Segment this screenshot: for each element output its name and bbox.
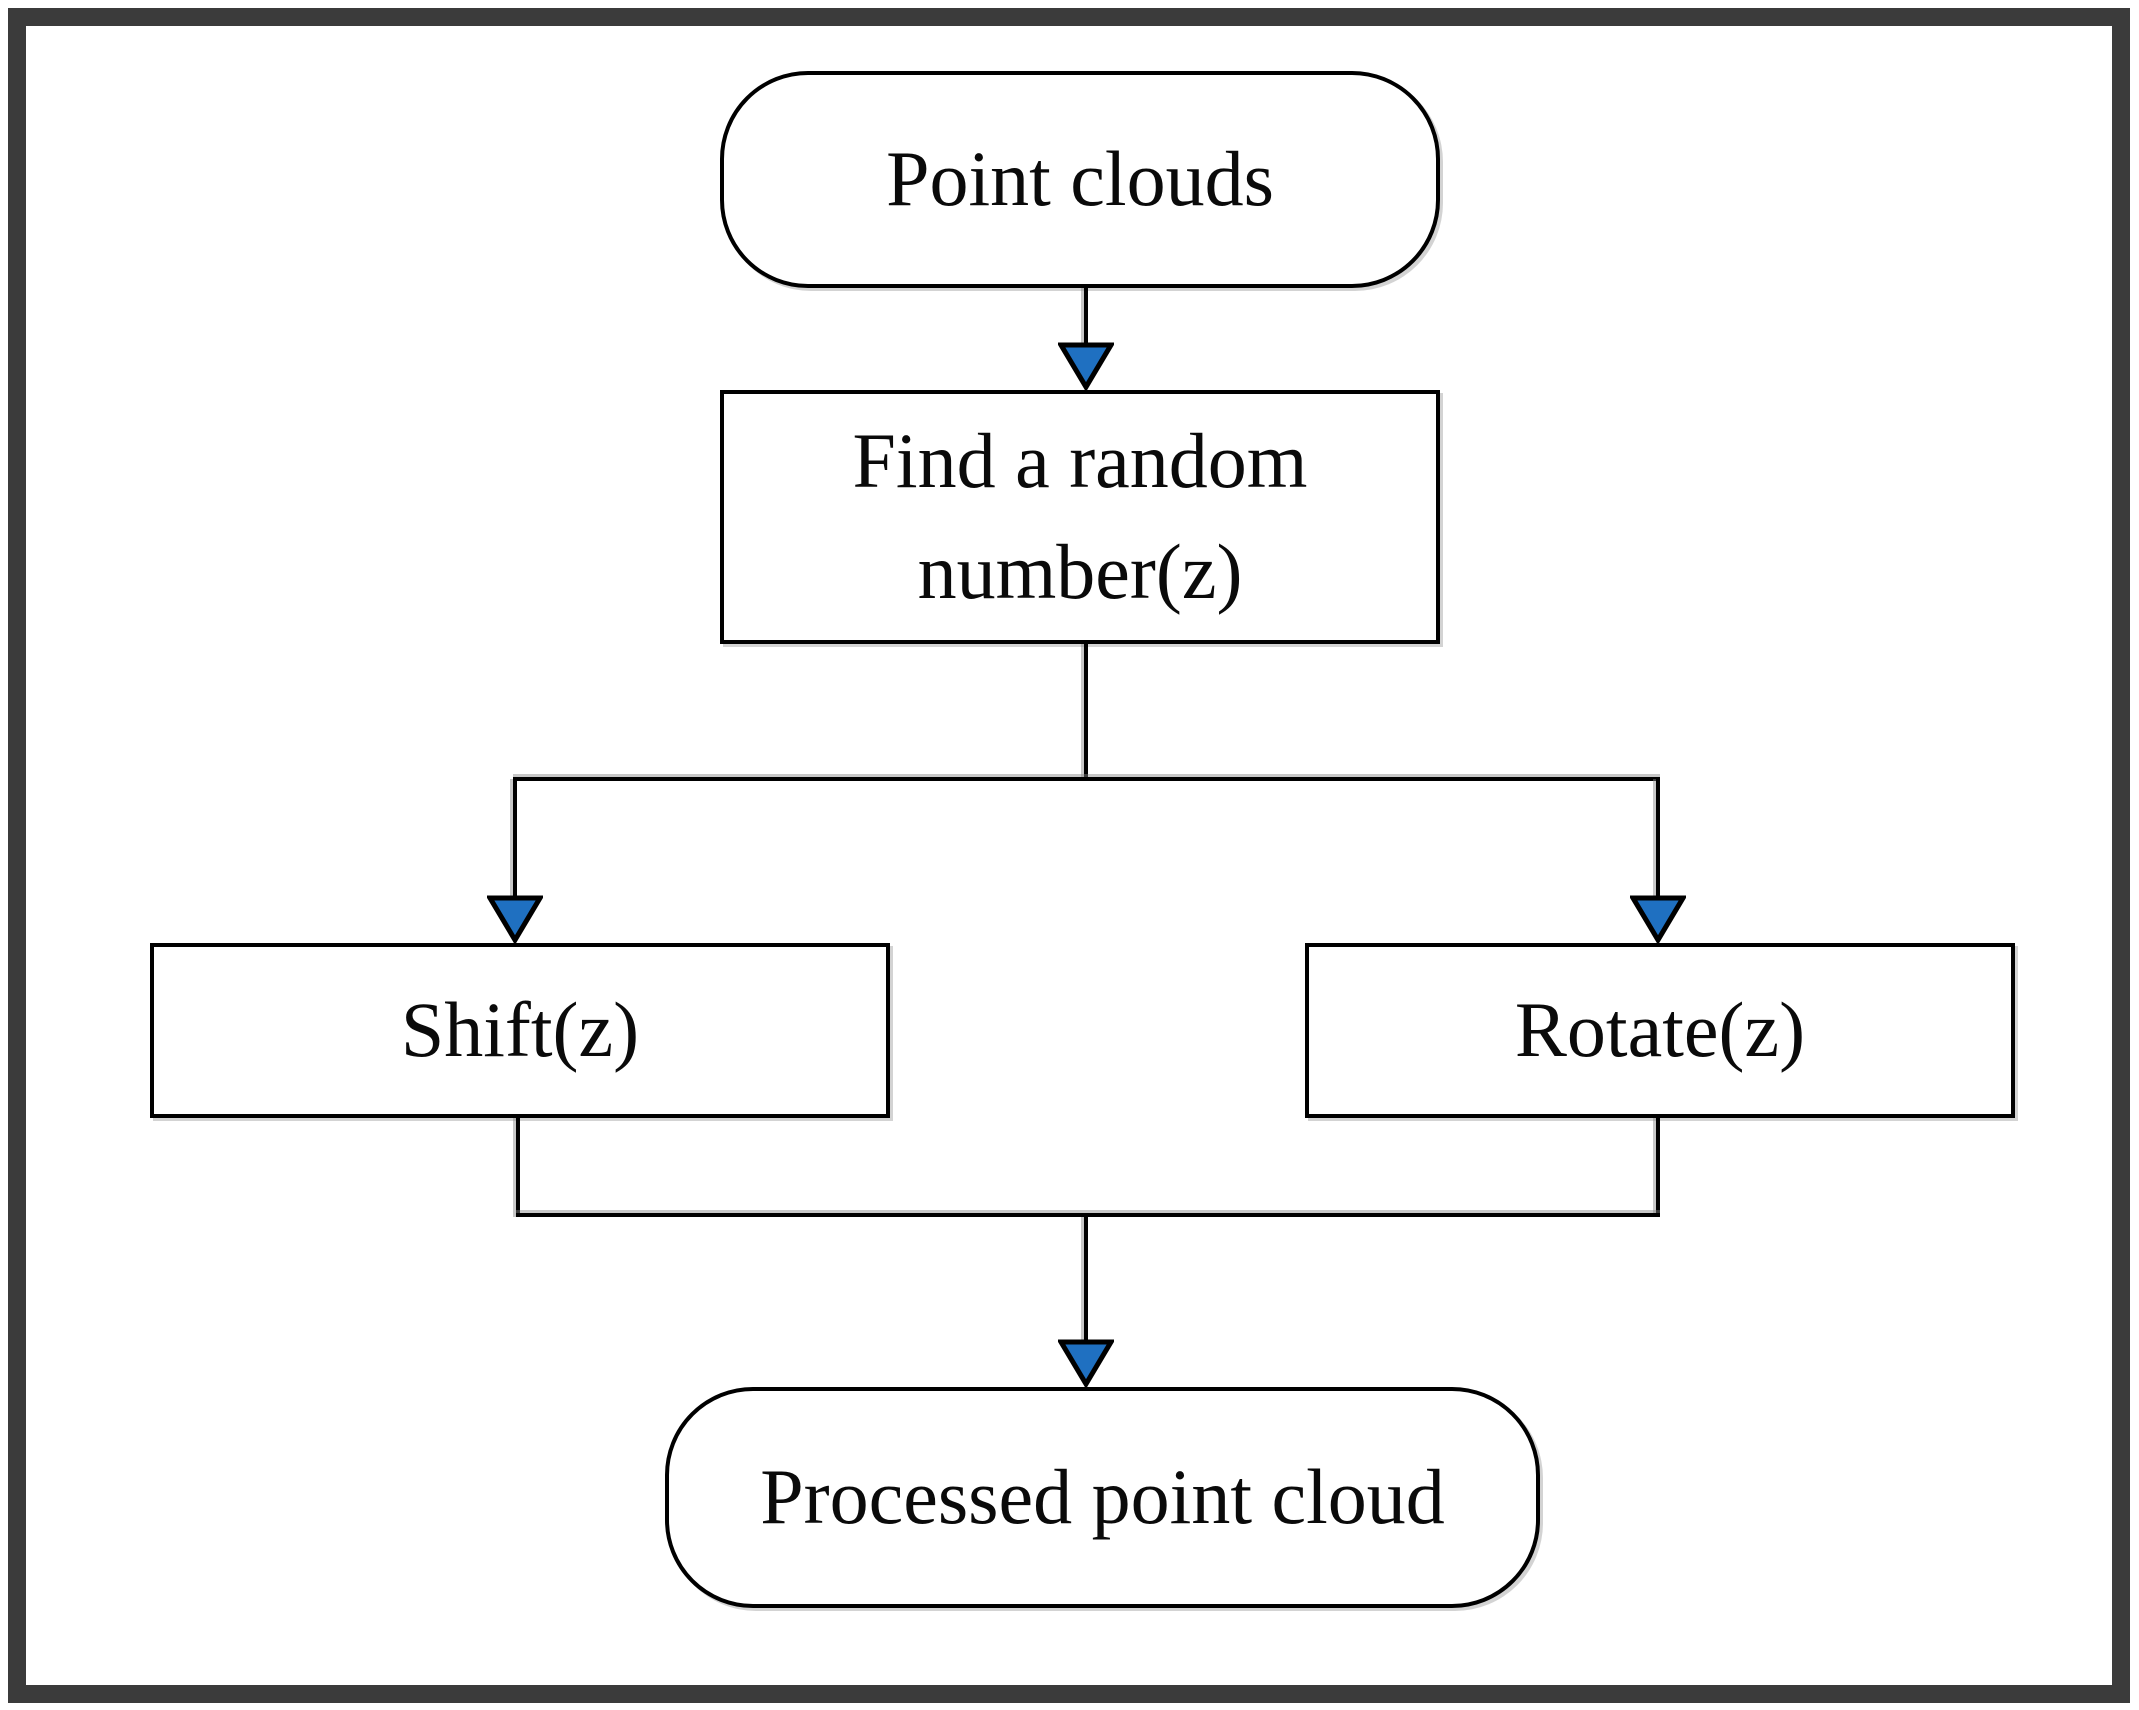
node-point-clouds: Point clouds	[720, 71, 1440, 288]
node-processed-point-cloud: Processed point cloud	[665, 1387, 1540, 1608]
edge-find-stem	[1084, 644, 1088, 779]
edge-branch-horizontal	[513, 777, 1660, 781]
edge-branch-to-shift	[513, 779, 517, 899]
node-processed-point-cloud-label: Processed point cloud	[760, 1453, 1445, 1541]
edge-branch-to-rotate	[1656, 779, 1660, 899]
node-point-clouds-label: Point clouds	[886, 135, 1274, 223]
edge-merge-to-processed	[1084, 1217, 1088, 1341]
edge-rotate-down	[1656, 1118, 1660, 1217]
edge-shift-down	[516, 1118, 520, 1217]
node-find-random-number-label: Find a random number(z)	[852, 417, 1308, 615]
arrowhead-down-icon	[1630, 895, 1686, 943]
arrowhead-down-icon	[1058, 342, 1114, 390]
arrowhead-down-icon	[487, 895, 543, 943]
edge-merge-horizontal	[516, 1213, 1660, 1217]
node-rotate: Rotate(z)	[1305, 943, 2015, 1118]
node-find-random-number: Find a random number(z)	[720, 390, 1440, 644]
node-shift-label: Shift(z)	[400, 986, 640, 1074]
node-rotate-label: Rotate(z)	[1514, 986, 1806, 1074]
edge-point-clouds-to-find	[1084, 288, 1088, 344]
arrowhead-down-icon	[1058, 1339, 1114, 1387]
node-shift: Shift(z)	[150, 943, 890, 1118]
